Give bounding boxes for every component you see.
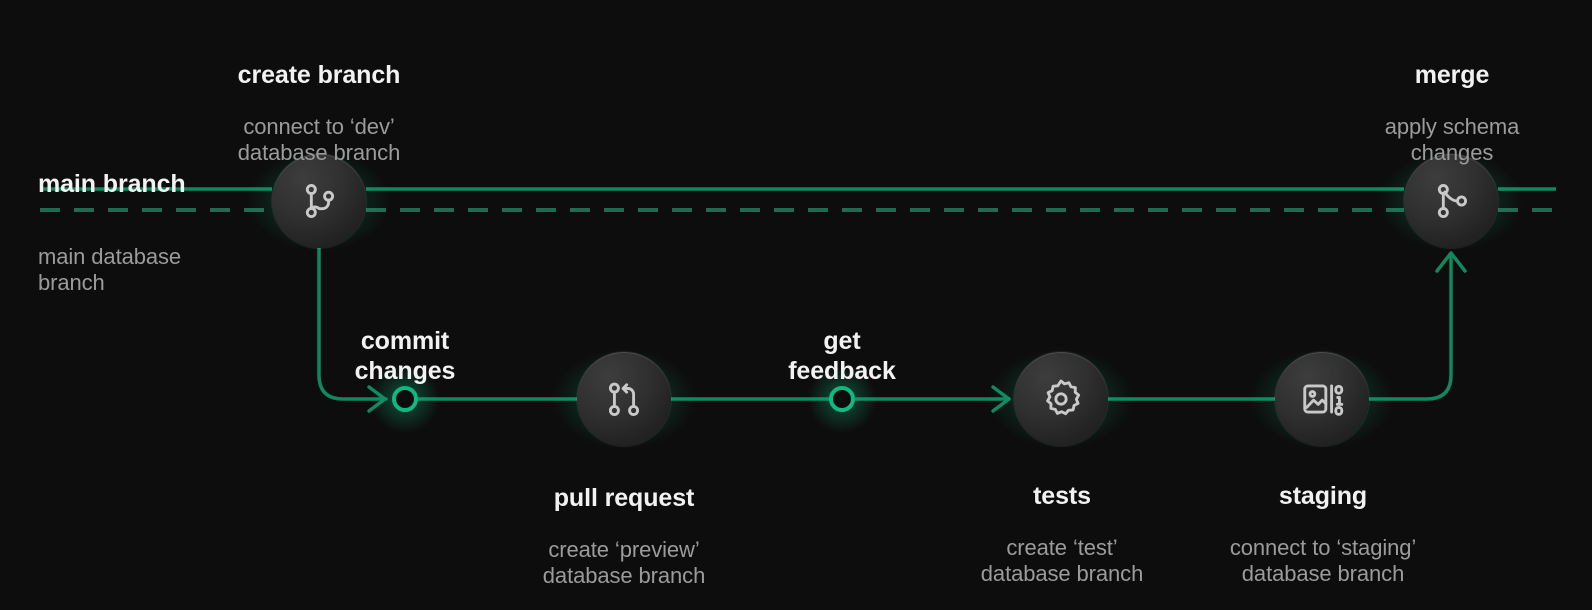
arrowhead-merge [1435,251,1467,273]
node-pull-request[interactable] [577,352,671,446]
node-commit-changes[interactable] [392,386,418,412]
node-get-feedback[interactable] [829,386,855,412]
arrowhead-commit [367,385,387,413]
node-merge[interactable] [1404,154,1498,248]
edge-create-branch-to-commit [317,246,388,401]
git-pull-request-icon [601,376,647,422]
gear-icon [1038,376,1084,422]
git-merge-icon [1428,178,1474,224]
node-tests[interactable] [1014,352,1108,446]
image-binary-icon [1299,376,1345,422]
git-branch-icon [296,178,342,224]
node-staging[interactable] [1275,352,1369,446]
edge-staging-to-merge [1367,252,1453,401]
node-create-branch[interactable] [272,154,366,248]
arrowhead-tests [991,385,1011,413]
